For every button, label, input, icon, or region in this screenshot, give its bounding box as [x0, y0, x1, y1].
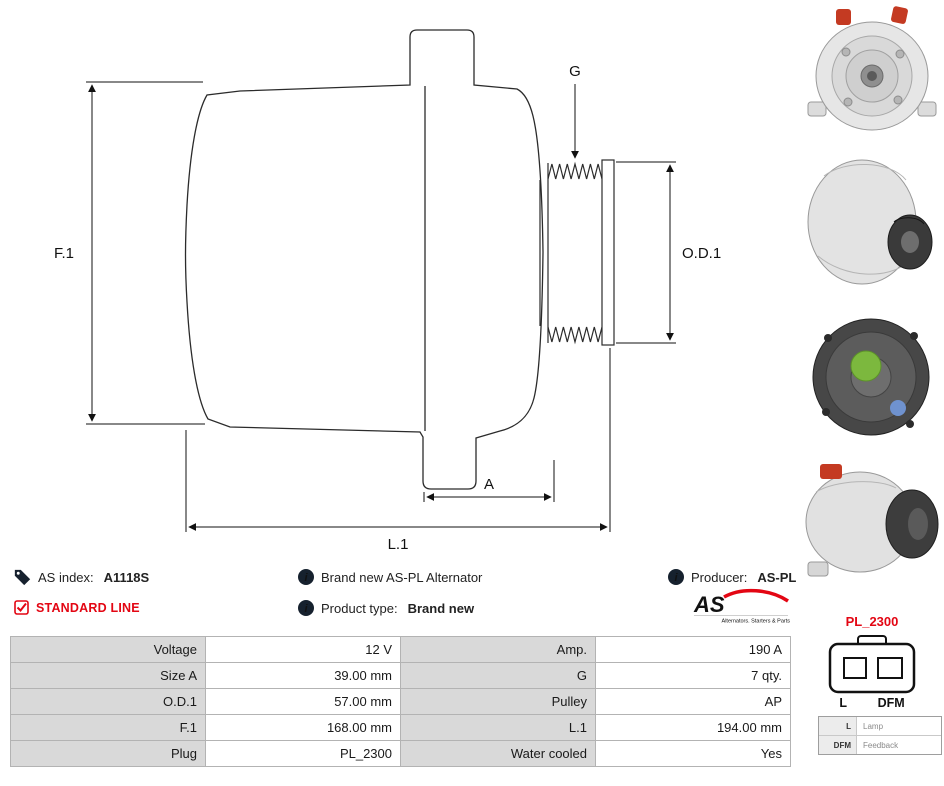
- legend-desc: Lamp: [863, 721, 884, 731]
- logo-text: AS: [693, 592, 725, 617]
- info-icon: i: [298, 569, 314, 585]
- product-photo-angled: [805, 464, 939, 577]
- spec-value: 12 V: [205, 636, 401, 663]
- brand-new-text: Brand new AS-PL Alternator: [321, 569, 483, 585]
- spec-label: F.1: [10, 714, 206, 741]
- product-photo-front: [807, 6, 937, 131]
- spec-label: Voltage: [10, 636, 206, 663]
- legend-pin: L: [819, 717, 857, 735]
- brand-new-info: i Brand new AS-PL Alternator: [298, 569, 482, 585]
- info-icon: i: [298, 600, 314, 616]
- spec-label: Water cooled: [400, 740, 596, 767]
- standard-line-label: STANDARD LINE: [36, 600, 140, 615]
- product-type-info: i Product type: Brand new: [298, 600, 474, 616]
- plug-pin-labels: L DFM: [824, 696, 920, 710]
- technical-drawing: F.1 G O.D.1 A L.1: [54, 29, 721, 553]
- spec-label: G: [400, 662, 596, 689]
- spec-label: Size A: [10, 662, 206, 689]
- pin-label-l: L: [839, 696, 847, 710]
- product-photo-rear: [812, 318, 930, 436]
- spec-row: Plug PL_2300 Water cooled Yes: [10, 740, 791, 767]
- plug-pin-dfm: [877, 657, 903, 679]
- plug-name: PL_2300: [845, 614, 899, 629]
- producer-label: Producer:: [691, 569, 748, 585]
- as-index: AS index: A1118S: [14, 569, 149, 586]
- product-photo-side: [807, 159, 933, 285]
- producer-info: i Producer: AS-PL: [668, 569, 796, 585]
- legend-pin: DFM: [819, 736, 857, 754]
- producer-value: AS-PL: [757, 569, 797, 585]
- svg-text:i: i: [304, 603, 308, 615]
- plug-legend: L Lamp DFM Feedback: [818, 716, 942, 755]
- spec-label: Pulley: [400, 688, 596, 715]
- product-type-label: Product type:: [321, 600, 398, 616]
- alternator-body: [184, 29, 544, 490]
- spec-value: 39.00 mm: [205, 662, 401, 689]
- dim-label-l1: L.1: [388, 536, 409, 553]
- pulley: [539, 159, 615, 346]
- svg-text:i: i: [304, 572, 308, 584]
- dimension-lines: [86, 81, 676, 532]
- as-index-label: AS index:: [38, 570, 94, 585]
- info-icon: i: [668, 569, 684, 585]
- spec-value: AP: [595, 688, 791, 715]
- tag-icon: [14, 569, 31, 586]
- spec-value: Yes: [595, 740, 791, 767]
- legend-row: DFM Feedback: [819, 735, 941, 754]
- as-index-value: A1118S: [103, 570, 150, 585]
- spec-row: Voltage 12 V Amp. 190 A: [10, 636, 791, 663]
- spec-value: 7 qty.: [595, 662, 791, 689]
- spec-table: Voltage 12 V Amp. 190 A Size A 39.00 mm …: [10, 636, 791, 767]
- product-type-value: Brand new: [407, 600, 475, 616]
- as-pl-logo: AS Alternators. Starters & Parts: [693, 588, 791, 625]
- dim-label-od1: O.D.1: [682, 245, 721, 262]
- svg-text:i: i: [674, 572, 678, 584]
- plug-pin-l: [843, 657, 867, 679]
- dim-label-f1: F.1: [54, 245, 74, 262]
- dim-label-g: G: [569, 63, 581, 80]
- spec-value: PL_2300: [205, 740, 401, 767]
- pin-label-dfm: DFM: [877, 696, 905, 710]
- spec-label: L.1: [400, 714, 596, 741]
- spec-value: 194.00 mm: [595, 714, 791, 741]
- spec-row: F.1 168.00 mm L.1 194.00 mm: [10, 714, 791, 741]
- spec-row: Size A 39.00 mm G 7 qty.: [10, 662, 791, 689]
- spec-row: O.D.1 57.00 mm Pulley AP: [10, 688, 791, 715]
- plug-connector-diagram: [828, 635, 916, 694]
- spec-value: 168.00 mm: [205, 714, 401, 741]
- logo-tagline: Alternators. Starters & Parts: [722, 619, 791, 625]
- spec-label: Amp.: [400, 636, 596, 663]
- legend-row: L Lamp: [819, 717, 941, 735]
- standard-line: STANDARD LINE: [14, 600, 140, 615]
- spec-label: O.D.1: [10, 688, 206, 715]
- legend-desc: Feedback: [863, 740, 899, 750]
- spec-value: 57.00 mm: [205, 688, 401, 715]
- spec-value: 190 A: [595, 636, 791, 663]
- checked-box-icon: [14, 600, 29, 615]
- dim-label-a: A: [484, 476, 494, 493]
- spec-label: Plug: [10, 740, 206, 767]
